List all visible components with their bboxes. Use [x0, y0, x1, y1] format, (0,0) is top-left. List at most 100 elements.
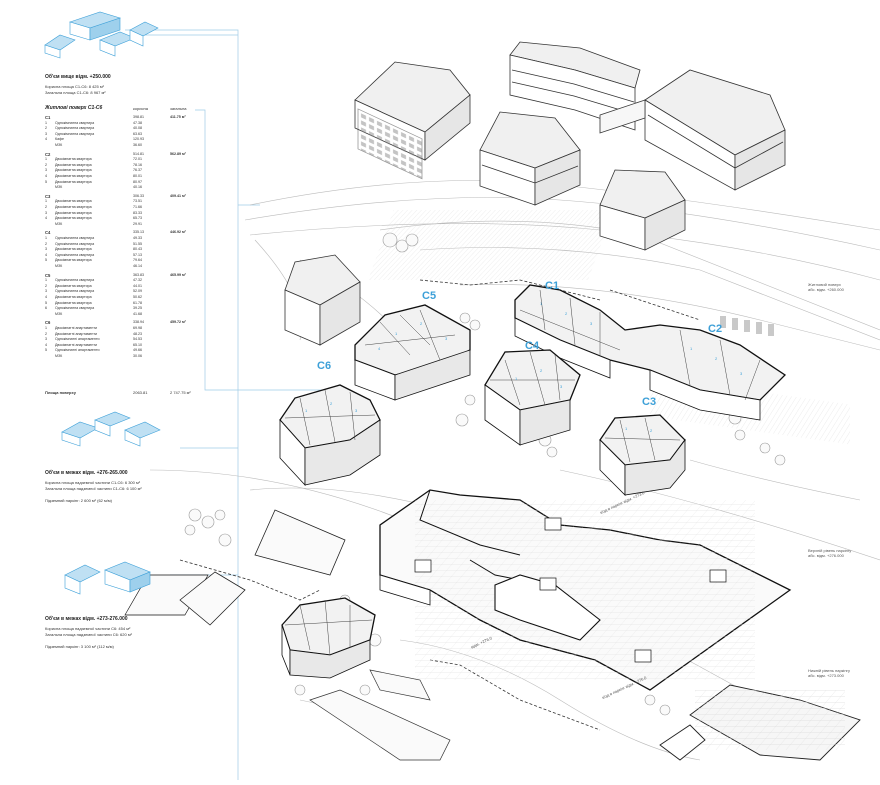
- row-name: МЗК: [55, 143, 63, 147]
- row-number: 4: [45, 295, 47, 299]
- section-total: 446.92 м²: [170, 230, 186, 235]
- col-total: загальна: [170, 106, 187, 111]
- mid-block-title: Об'єм в межах відм. +276-265.000: [45, 470, 128, 476]
- row-name: Однокімнатна квартира: [55, 236, 95, 240]
- section-code: С4: [45, 230, 51, 236]
- table-row: 5 Двокімнатна квартира 61.78: [45, 301, 195, 306]
- row-value: 65.10: [133, 342, 142, 347]
- row-name: Двокімнатна квартира: [55, 174, 92, 178]
- row-number: 5: [45, 300, 47, 305]
- row-number: 2: [45, 241, 47, 246]
- row-number: 2: [45, 283, 47, 288]
- section-code: С1: [45, 115, 51, 120]
- label-c3: С3: [642, 396, 657, 408]
- row-name: Однокімнатна квартира: [55, 278, 95, 283]
- row-number: 4: [45, 137, 47, 142]
- label-c6: С6: [317, 360, 332, 372]
- label-c5: С5: [422, 290, 437, 302]
- row-value: 54.53: [133, 337, 142, 342]
- section-area: 514.81: [133, 151, 144, 156]
- row-number: 4: [45, 174, 47, 178]
- section-code: С2: [45, 151, 51, 157]
- row-value: 30.06: [133, 354, 142, 358]
- row-value: 41.68: [133, 311, 142, 316]
- section-code: С3: [45, 193, 51, 199]
- row-name: Двокімнатна квартира: [55, 283, 92, 288]
- label-c2: С2: [708, 323, 723, 335]
- row-name: Двокімнатні апартаменти: [55, 342, 98, 347]
- row-value: 46.14: [133, 264, 142, 268]
- row-number: 5: [45, 258, 47, 263]
- low-block-line1: Корисна площа надземної частини С6: 454 …: [45, 626, 131, 631]
- note-residential-floor: Житловий поверх абс. відм. +260.000: [808, 282, 844, 292]
- row-value: 36.60: [133, 143, 142, 147]
- slope-hatch: [368, 210, 614, 280]
- row-value: 63.63: [133, 131, 142, 136]
- row-number: 3: [45, 210, 47, 215]
- row-name: МЗК: [55, 264, 63, 268]
- mid-block-line2: Загальна площа надземної частини С1-С6: …: [45, 486, 142, 491]
- row-name: Однокімнатна квартира: [55, 131, 95, 136]
- row-name: Однокімнатна квартира: [55, 120, 95, 125]
- row-value: 80.01: [133, 174, 142, 178]
- row-number: 4: [45, 342, 47, 347]
- row-name: Двокімнатна квартира: [55, 162, 92, 167]
- svg-text:3: 3: [560, 384, 563, 389]
- row-number: 2: [45, 331, 47, 336]
- note-lower-parking: Нижній рівень паркінгу абс. відм. +273.0…: [808, 668, 850, 678]
- row-value: 29.91: [133, 221, 142, 226]
- section-area: 363.83: [133, 272, 144, 277]
- section-total: 562.89 м²: [170, 151, 186, 156]
- row-name: Двокімнатна квартира: [55, 258, 92, 263]
- table-row: 4 Кафе 120.93: [45, 137, 195, 142]
- svg-text:1: 1: [395, 331, 398, 336]
- row-name: МЗК: [55, 221, 63, 226]
- svg-text:1: 1: [690, 346, 693, 351]
- section-area: 335.13: [133, 230, 144, 235]
- section-total: 411.75 м²: [170, 115, 186, 119]
- row-name: Однокімнатні апартаменти: [55, 348, 100, 353]
- row-value: 76.37: [133, 168, 142, 173]
- row-number: 4: [45, 252, 47, 257]
- low-block-title: Об'єм в межах відм. +273-276.000: [45, 616, 128, 622]
- lower-parking-right: [659, 684, 861, 761]
- massing-icon-top: [44, 11, 159, 59]
- floor-area-total: 2 747.75 м²: [170, 390, 191, 395]
- note-upper-parking: Верхній рівень паркінгу абс. відм. +276.…: [808, 548, 852, 558]
- row-number: 1: [45, 236, 47, 240]
- row-value: 80.97: [133, 179, 142, 184]
- row-number: 3: [45, 247, 47, 252]
- massing-icon-low: [64, 561, 151, 595]
- row-name: Двокімнатна квартира: [55, 216, 92, 221]
- row-value: 79.64: [133, 258, 142, 263]
- svg-text:3: 3: [445, 336, 448, 341]
- row-value: 120.93: [133, 137, 144, 142]
- section-code: С6: [45, 320, 51, 326]
- section-total: 465.99 м²: [170, 272, 186, 277]
- row-name: Однокімнатна квартира: [55, 241, 95, 246]
- svg-text:2: 2: [330, 401, 333, 406]
- row-name: Двокімнатна квартира: [55, 300, 92, 305]
- table-row: 5 Двокімнатна квартира 79.64: [45, 258, 195, 263]
- low-block-line3: Підземний паркінг: 3 100 м² (112 м/м): [45, 644, 114, 649]
- label-c4: С4: [525, 340, 540, 352]
- row-name: Кафе: [55, 137, 65, 142]
- row-value: 61.78: [133, 300, 142, 305]
- svg-text:1: 1: [625, 426, 628, 431]
